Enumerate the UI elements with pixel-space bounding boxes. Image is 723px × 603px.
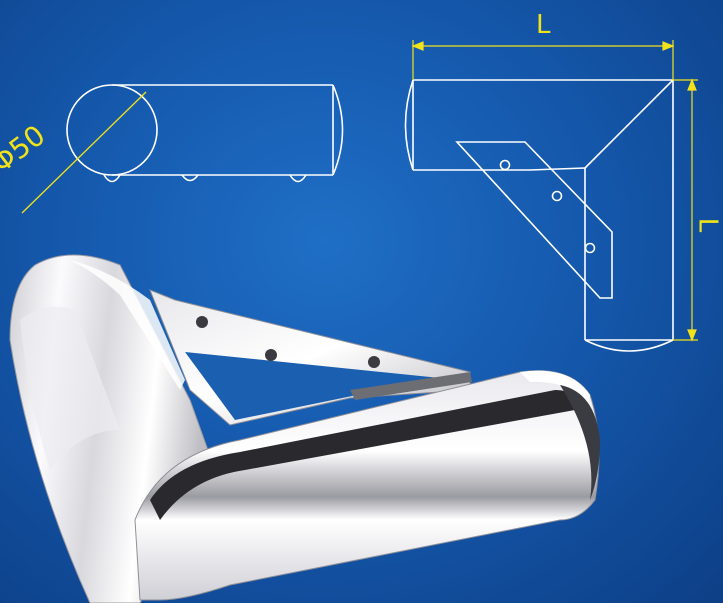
mounting-plate-outline [455,141,613,299]
foot-bump-1 [103,174,121,183]
top-view-drawing [404,79,674,352]
end-cap-dark [560,385,600,500]
side-view-drawing [66,84,344,183]
tube-end-cap [332,84,344,176]
plate-hole-3 [584,242,596,254]
tube-end-circle [66,84,158,176]
plate-hole-a [196,316,208,328]
length-dimensions [411,40,698,342]
foot-bump-2 [181,174,199,182]
front-tube-dark-band [150,390,590,520]
plate-hole-c [368,356,380,368]
foot-bump-3 [289,174,307,183]
length-label-side: L [692,217,723,233]
plate-hole-b [265,349,277,361]
chrome-corner-leg-photo [9,254,600,603]
plate-cutout [185,352,440,420]
diameter-dimension-line [21,91,147,214]
plate-hole-2 [551,190,563,202]
length-label-top: L [536,10,551,40]
plate-hole-1 [499,159,511,171]
